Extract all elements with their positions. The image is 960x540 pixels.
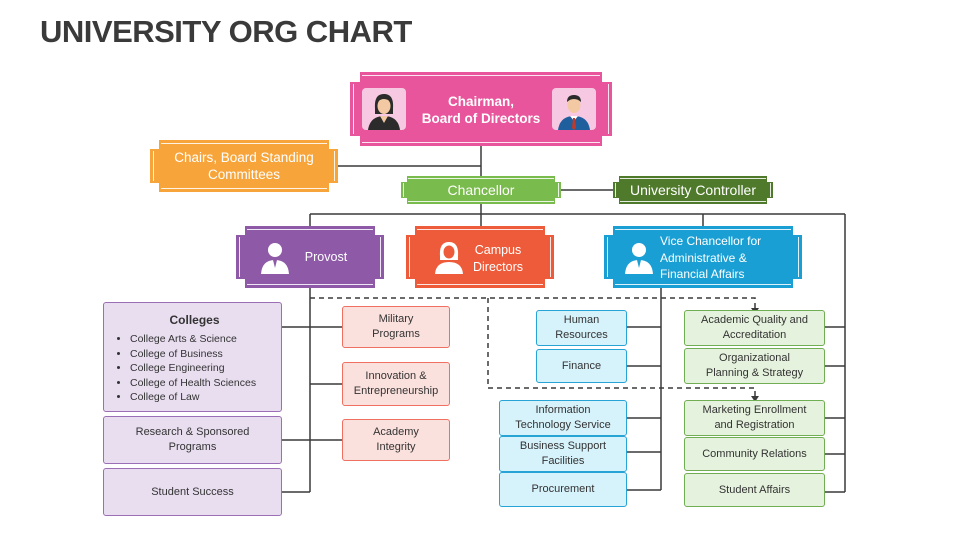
vice-chancellor-node: [604, 226, 802, 288]
vice-chancellor-label: Vice Chancellor for Administrative & Fin…: [660, 234, 762, 282]
male-avatar-icon: [552, 88, 596, 130]
colleges-title: Colleges: [169, 313, 220, 327]
controller-label: University Controller: [629, 181, 757, 198]
provost-node: [236, 226, 384, 288]
innovation-box: Innovation & Entrepreneurship: [342, 362, 450, 406]
military-box: Military Programs: [342, 306, 450, 348]
college-item: College of Health Sciences: [130, 376, 256, 391]
chancellor-node: Chancellor: [401, 176, 561, 204]
finance-box: Finance: [536, 349, 627, 383]
committees-label: Chairs, Board Standing Committees: [174, 150, 314, 182]
arrow-mer: [751, 396, 759, 402]
chancellor-label: Chancellor: [447, 181, 515, 198]
aqa-box: Academic Quality and Accreditation: [684, 310, 825, 346]
academy-box: Academy Integrity: [342, 419, 450, 461]
ops-box: Organizational Planning & Strategy: [684, 348, 825, 384]
person-icon: [258, 240, 292, 274]
hr-box: Human Resources: [536, 310, 627, 346]
person-icon: [622, 240, 656, 274]
page-title: UNIVERSITY ORG CHART: [40, 14, 412, 49]
dashed-loop-mer: [487, 298, 756, 398]
controller-node: University Controller: [613, 176, 773, 204]
female-avatar-icon: [362, 88, 406, 130]
campus-directors-label: Campus Directors: [472, 243, 523, 274]
college-item: College of Business: [130, 347, 256, 362]
colleges-box: Colleges College Arts & Science College …: [103, 302, 282, 412]
its-box: Information Technology Service: [499, 400, 627, 436]
student-success-box: Student Success: [103, 468, 282, 516]
chairman-label: Chairman, Board of Directors: [421, 94, 541, 126]
provost-label: Provost: [304, 249, 348, 264]
colleges-list: College Arts & Science College of Busine…: [130, 332, 256, 405]
mer-box: Marketing Enrollment and Registration: [684, 400, 825, 436]
college-item: College of Law: [130, 390, 256, 405]
community-box: Community Relations: [684, 437, 825, 471]
procurement-box: Procurement: [499, 472, 627, 507]
college-item: College Arts & Science: [130, 332, 256, 347]
research-box: Research & Sponsored Programs: [103, 416, 282, 464]
committees-node: Chairs, Board Standing Committees: [150, 140, 338, 192]
campus-directors-node: [406, 226, 554, 288]
woman-icon: [432, 240, 466, 274]
dashed-provost-aqa: [310, 297, 756, 310]
bsf-box: Business Support Facilities: [499, 436, 627, 472]
affairs-box: Student Affairs: [684, 473, 825, 507]
college-item: College Engineering: [130, 361, 256, 376]
